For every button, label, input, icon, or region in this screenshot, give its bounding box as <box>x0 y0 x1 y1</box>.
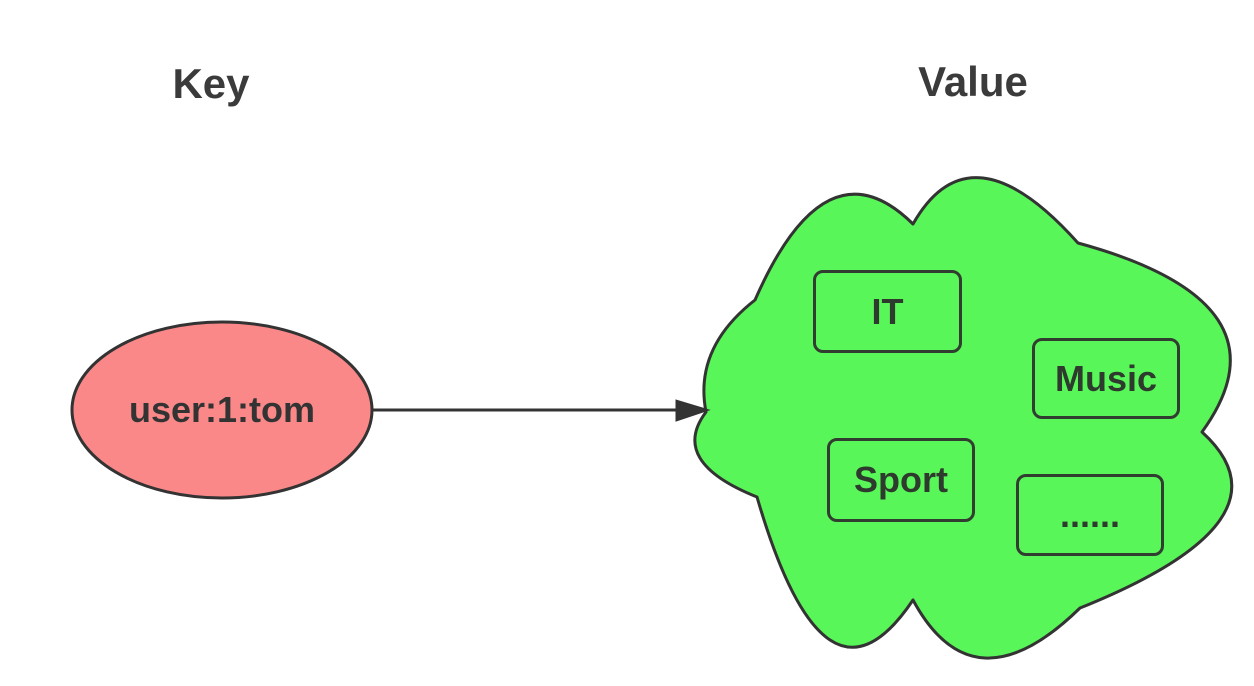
arrow-head <box>675 399 711 422</box>
value-item-label: IT <box>871 290 904 332</box>
key-node-ellipse <box>70 320 374 500</box>
value-item-more: ...... <box>1016 474 1164 556</box>
value-item-label: Sport <box>854 459 948 500</box>
value-item-sport: Sport <box>827 438 975 522</box>
value-item-music: Music <box>1032 338 1180 419</box>
key-node-label: user:1:tom <box>128 389 316 430</box>
value-item-label: Music <box>1054 357 1158 399</box>
value-item-label: ...... <box>1059 494 1120 535</box>
key-title: Key <box>172 60 250 107</box>
value-item-it: IT <box>813 270 962 353</box>
value-title: Value <box>918 58 1028 105</box>
